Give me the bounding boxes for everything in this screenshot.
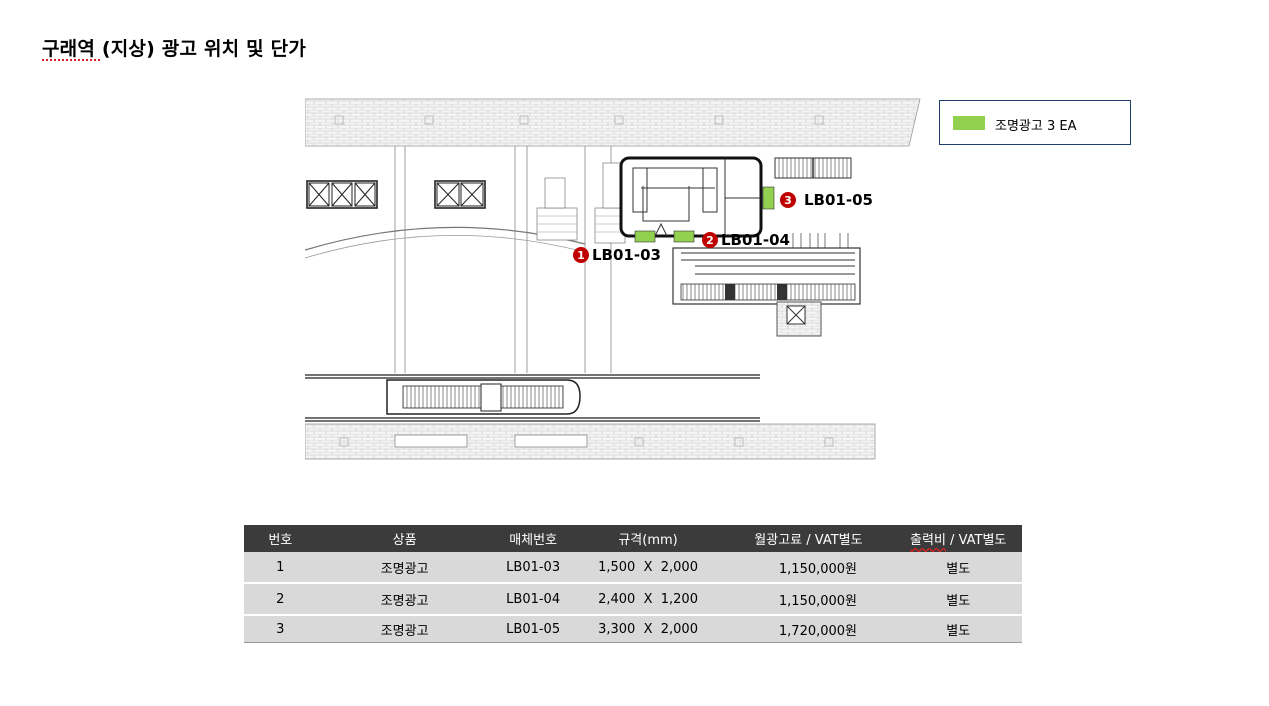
marker-label: LB01-05 <box>804 191 873 209</box>
ad-lb01-04 <box>673 230 695 243</box>
table-header-row: 번호 상품 매체번호 규격(mm) 월광고료 / VAT별도 출력비 / VAT… <box>244 525 1022 552</box>
legend-label: 조명광고 3 EA <box>995 119 1077 134</box>
ad-lb01-05 <box>762 186 775 210</box>
cell-size: 3,300 X 2,000 <box>573 615 723 643</box>
cell-no: 3 <box>244 615 317 643</box>
cell-rent: 1,150,000원 <box>722 552 895 584</box>
cell-product: 조명광고 <box>316 552 493 584</box>
cell-media: LB01-04 <box>492 583 574 616</box>
bottom-wall <box>305 423 876 460</box>
cell-media: LB01-05 <box>492 615 574 643</box>
marker-badge: 3 <box>780 192 796 208</box>
cell-product: 조명광고 <box>316 583 493 616</box>
cell-size: 2,400 X 1,200 <box>573 583 723 616</box>
legend-swatch <box>953 116 985 130</box>
marker-label: LB01-03 <box>592 246 661 264</box>
marker-badge: 1 <box>573 247 589 263</box>
price-table: 번호 상품 매체번호 규격(mm) 월광고료 / VAT별도 출력비 / VAT… <box>244 525 1022 643</box>
header-media: 매체번호 <box>492 525 574 552</box>
marker-lb01-04: 2 LB01-04 <box>702 231 790 249</box>
legend: 조명광고 3 EA <box>939 100 1131 145</box>
header-product: 상품 <box>316 525 493 552</box>
station-building <box>619 156 763 238</box>
ad-lb01-03 <box>634 230 656 243</box>
cell-rent: 1,150,000원 <box>722 583 895 616</box>
page-title: 구래역 (지상) 광고 위치 및 단가 <box>42 38 307 60</box>
cell-no: 1 <box>244 552 317 584</box>
spellcheck-underline <box>42 59 102 61</box>
top-wall <box>305 98 921 147</box>
cell-size: 1,500 X 2,000 <box>573 552 723 584</box>
table-row: 1 조명광고 LB01-03 1,500 X 2,000 1,150,000원 … <box>244 552 1022 584</box>
header-no: 번호 <box>244 525 317 552</box>
header-rent: 월광고료 / VAT별도 <box>722 525 895 552</box>
floor-plan <box>305 98 921 460</box>
cell-media: LB01-03 <box>492 552 574 584</box>
marker-lb01-05: 3 LB01-05 <box>780 191 873 209</box>
marker-label: LB01-04 <box>721 231 790 249</box>
cell-fee: 별도 <box>894 615 1022 643</box>
cell-product: 조명광고 <box>316 615 493 643</box>
marker-badge: 2 <box>702 232 718 248</box>
header-fee: 출력비 / VAT별도 <box>894 525 1022 552</box>
marker-lb01-03: 1 LB01-03 <box>573 246 661 264</box>
cell-fee: 별도 <box>894 583 1022 616</box>
cell-fee: 별도 <box>894 552 1022 584</box>
cell-rent: 1,720,000원 <box>722 615 895 643</box>
table-row: 3 조명광고 LB01-05 3,300 X 2,000 1,720,000원 … <box>244 615 1022 643</box>
cell-no: 2 <box>244 583 317 616</box>
header-fee-suffix: / VAT별도 <box>945 533 1007 548</box>
header-size: 규격(mm) <box>573 525 723 552</box>
table-row: 2 조명광고 LB01-04 2,400 X 1,200 1,150,000원 … <box>244 583 1022 616</box>
header-fee-prefix: 출력비 <box>910 533 946 548</box>
